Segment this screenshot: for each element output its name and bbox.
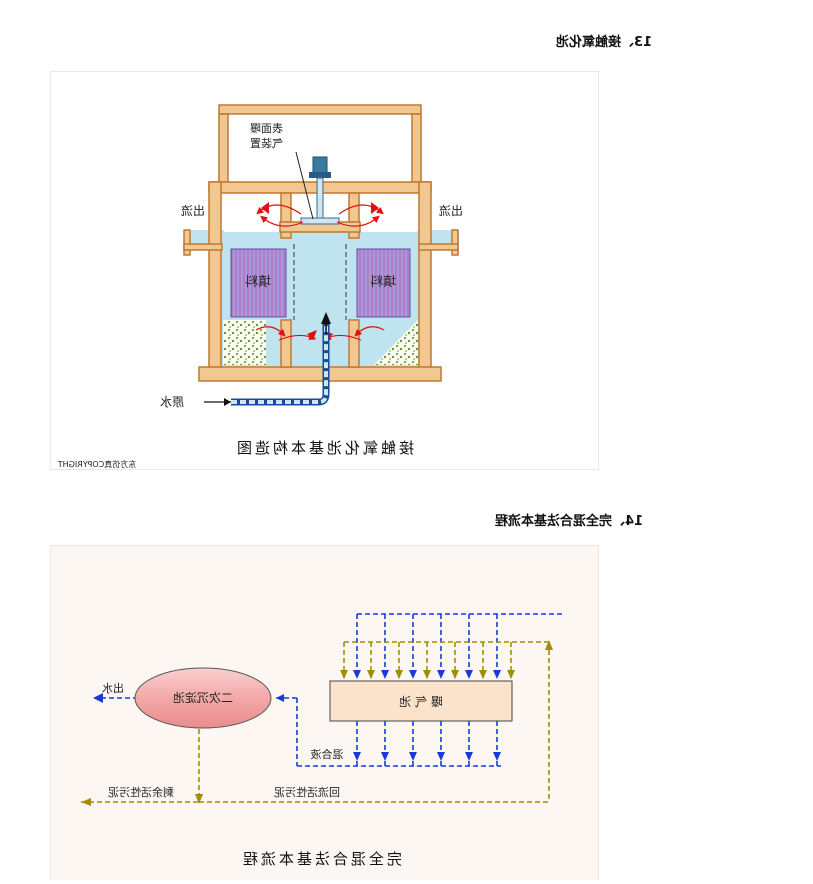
section-13-heading-text: 13、接触氧化池 [556,35,653,50]
copyright-text: 东方仿真COPYRIGHT [58,459,137,469]
section-14-heading-text: 14、完全混合法基本流程 [495,514,644,529]
air-supply-lines [356,613,565,678]
secondary-clarifier-label: 二次沉淀池 [173,691,233,705]
outflow-right-label: 出流 [439,204,463,218]
filler-right: 填料 [356,248,411,318]
figure1-caption: 接触氧化池基本构造图 [234,439,414,457]
raw-water-label: 原水 [160,395,184,409]
inlet-pipe [231,312,331,406]
surface-aerator [300,156,340,225]
sludge-arrowheads [81,640,553,806]
excess-sludge-label: 剩余活性污泥 [108,785,174,799]
aerator-label-line2: 气装置 [250,136,283,150]
aeration-tank [329,680,513,722]
effluent-label: 出水 [102,681,124,695]
contact-oxidation-figure: 填料 填料 [50,71,599,470]
contact-oxidation-diagram: 填料 填料 [58,104,463,469]
filler-left: 填料 [230,248,287,318]
filler-left-label: 填料 [245,275,271,290]
aerator-label-line1: 表面曝 [250,121,283,135]
complete-mixing-diagram: 曝 气 池 混合液 二次沉淀池 出水 [81,613,565,868]
filler-right-label: 填料 [370,275,396,290]
return-sludge-lines [81,641,550,803]
return-sludge-label: 回流活性污泥 [274,785,340,799]
mixed-liquor-label: 混合液 [311,747,344,761]
aeration-tank-label: 曝 气 池 [399,694,443,709]
outflow-left-label: 出流 [181,204,205,218]
section-13-heading: 13、接触氧化池 [556,31,652,50]
complete-mixing-figure: 曝 气 池 混合液 二次沉淀池 出水 [50,545,599,880]
section-14-heading: 14、完全混合法基本流程 [495,510,643,529]
gravel-right [374,320,418,365]
air-arrowheads [353,670,501,679]
mixed-liquor-arrowheads [276,694,501,761]
figure2-caption: 完全混合法基本流程 [240,850,402,868]
